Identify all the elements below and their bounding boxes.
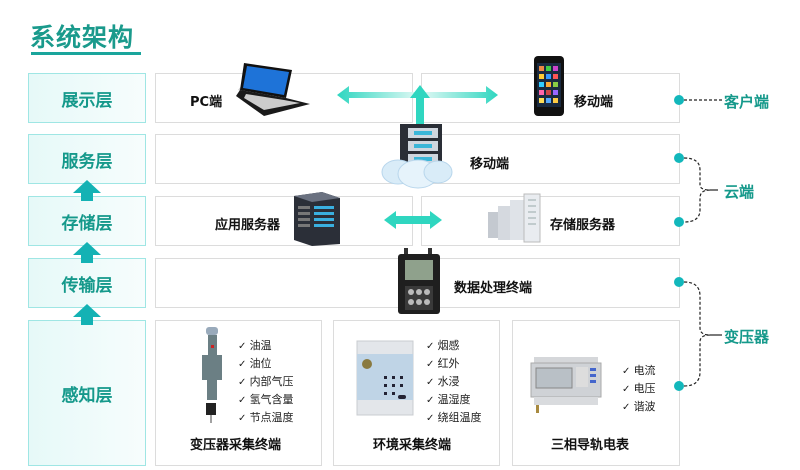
group-connectors xyxy=(674,95,722,391)
cloud-server-icon xyxy=(381,124,453,189)
service-label: 移动端 xyxy=(470,157,510,172)
layer-label: 传输层 xyxy=(61,275,113,296)
layer-presentation: 展示层 xyxy=(28,73,146,123)
panel-storage-server xyxy=(421,196,680,246)
connector-dot xyxy=(674,153,684,163)
layer-perception: 感知层 xyxy=(28,320,146,466)
connector-dot xyxy=(674,381,684,391)
connector-dot xyxy=(674,95,684,105)
check-item: 烟感 xyxy=(426,337,482,355)
check-item: 红外 xyxy=(426,355,482,373)
check-item: 电压 xyxy=(622,380,656,398)
laptop-icon xyxy=(236,63,310,116)
up-arrow-icon xyxy=(73,180,101,201)
group-label-cloud: 云端 xyxy=(724,183,755,201)
layer-storage: 存储层 xyxy=(28,196,146,246)
check-list: 油温 油位 内部气压 氢气含量 节点温度 xyxy=(238,337,294,427)
layer-label: 感知层 xyxy=(61,385,113,406)
data-terminal-icon xyxy=(398,248,440,314)
layer-label: 展示层 xyxy=(61,90,113,111)
smartphone-icon xyxy=(534,56,564,116)
check-item: 温湿度 xyxy=(426,391,482,409)
device-name: 变压器采集终端 xyxy=(190,438,282,453)
check-item: 水浸 xyxy=(426,373,482,391)
layer-label: 存储层 xyxy=(61,213,113,234)
check-list: 电流 电压 谐波 xyxy=(622,362,656,416)
panel-app-server xyxy=(155,196,413,246)
group-label-client: 客户端 xyxy=(724,93,770,111)
connector-dot xyxy=(674,217,684,227)
check-item: 电流 xyxy=(622,362,656,380)
mobile-label: 移动端 xyxy=(574,95,614,110)
check-item: 谐波 xyxy=(622,398,656,416)
device-name: 三相导轨电表 xyxy=(551,438,630,453)
check-item: 内部气压 xyxy=(238,373,294,391)
check-list: 烟感 红外 水浸 温湿度 绕组温度 xyxy=(426,337,482,427)
check-item: 节点温度 xyxy=(238,409,294,427)
connector-dot xyxy=(674,277,684,287)
device-name: 环境采集终端 xyxy=(373,438,452,453)
up-arrow-icon xyxy=(73,242,101,263)
check-item: 氢气含量 xyxy=(238,391,294,409)
up-arrow-icon xyxy=(73,304,101,325)
app-server-label: 应用服务器 xyxy=(215,218,281,233)
check-item: 绕组温度 xyxy=(426,409,482,427)
bidirectional-arrow-icon xyxy=(384,211,442,229)
layer-label: 服务层 xyxy=(61,151,113,172)
server-tower-icon xyxy=(294,192,340,246)
storage-server-label: 存储服务器 xyxy=(550,218,616,233)
rail-meter-icon xyxy=(530,357,602,413)
bidirectional-arrow-icon xyxy=(337,85,498,130)
pc-label: PC端 xyxy=(190,95,223,110)
page-title: 系统架构 xyxy=(30,23,135,52)
layer-service: 服务层 xyxy=(28,134,146,184)
transport-label: 数据处理终端 xyxy=(454,281,533,296)
group-label-transformer: 变压器 xyxy=(724,328,770,346)
transformer-sensor-icon xyxy=(202,327,222,423)
check-item: 油位 xyxy=(238,355,294,373)
title-underline xyxy=(31,52,141,55)
check-item: 油温 xyxy=(238,337,294,355)
layer-transport: 传输层 xyxy=(28,258,146,308)
environment-collector-icon xyxy=(356,340,414,416)
storage-server-rack-icon xyxy=(488,193,541,243)
